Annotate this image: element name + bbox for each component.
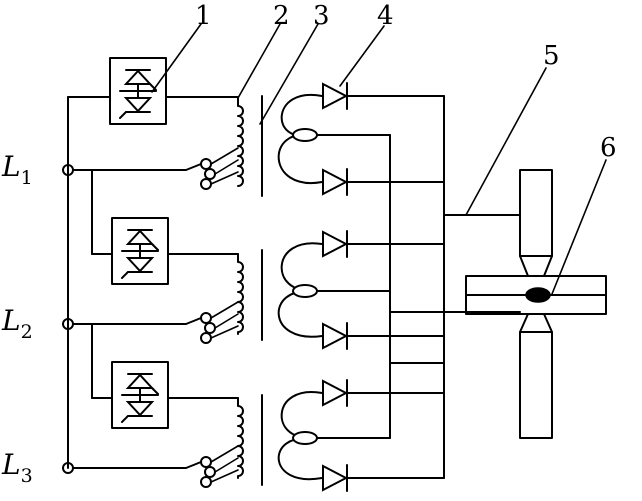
- secondary-winding-1: [277, 93, 391, 185]
- thyristor-group-2: [111, 217, 239, 285]
- callout-3: 3: [313, 1, 330, 31]
- callout-6: 6: [600, 133, 617, 163]
- line-label-3: L3: [1, 448, 33, 487]
- secondary-winding-3: [277, 391, 391, 481]
- input-lines: [62, 96, 187, 474]
- thyristor-group-3: [111, 361, 239, 429]
- transformer-primary-3: [185, 394, 263, 488]
- callout-labels: 1 2 3 4 5 6: [195, 1, 617, 163]
- workpiece: [465, 275, 607, 315]
- callout-5: 5: [543, 41, 560, 71]
- line-label-1: L1: [1, 150, 33, 189]
- output-bus: [346, 95, 521, 479]
- transformer-primary-1: [185, 95, 263, 197]
- rectifier-diodes: [322, 82, 348, 492]
- callout-leaders: [151, 23, 607, 295]
- secondary-winding-2: [277, 242, 391, 338]
- thyristor-group-1: [109, 57, 239, 125]
- transformer-primary-2: [185, 249, 263, 344]
- welding-electrodes: [519, 169, 553, 439]
- callout-4: 4: [377, 1, 394, 31]
- line-label-2: L2: [1, 304, 33, 343]
- line-labels: L1 L2 L3: [1, 150, 33, 487]
- callout-1: 1: [195, 1, 212, 31]
- callout-2: 2: [273, 1, 290, 31]
